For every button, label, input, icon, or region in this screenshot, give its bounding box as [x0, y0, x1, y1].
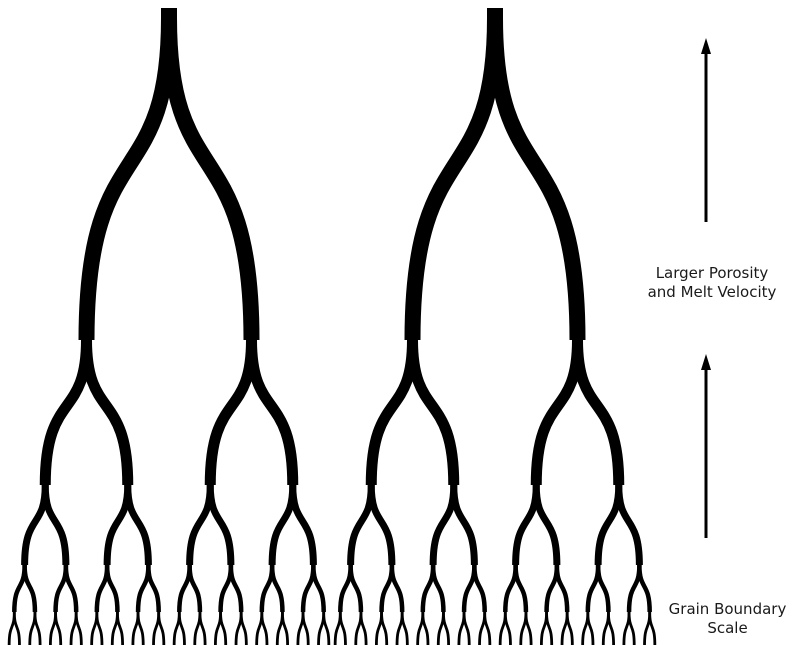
channel-branch	[608, 612, 613, 645]
channel-branch	[433, 565, 443, 612]
channel-branch	[221, 612, 226, 645]
channel-branch	[45, 485, 66, 565]
channel-branch	[138, 612, 143, 645]
channel-branch	[382, 612, 387, 645]
channel-branch	[169, 18, 252, 340]
channel-branch	[107, 485, 128, 565]
channel-branch	[578, 340, 619, 485]
channel-branch	[282, 612, 287, 645]
channel-branch	[252, 340, 293, 485]
channel-branch	[598, 485, 619, 565]
channel-branch	[413, 18, 496, 340]
channel-branch	[241, 612, 246, 645]
channel-branch	[443, 612, 448, 645]
channel-branch	[97, 612, 102, 645]
channel-branch	[516, 565, 526, 612]
channel-branch	[567, 612, 572, 645]
channel-branch	[117, 612, 122, 645]
channel-branch	[454, 485, 475, 565]
channel-branch	[619, 485, 640, 565]
channel-branch	[392, 565, 402, 612]
channel-branch	[313, 565, 323, 612]
channel-branch	[351, 485, 372, 565]
porosity-label-line2: and Melt Velocity	[626, 283, 798, 302]
channel-branch	[190, 565, 200, 612]
trunk-2	[487, 8, 503, 18]
channel-branch	[66, 565, 76, 612]
trunk-1	[161, 8, 177, 18]
channel-branch	[413, 340, 454, 485]
channel-branch	[25, 565, 35, 612]
porosity-velocity-label: Larger Porosity and Melt Velocity	[626, 264, 798, 302]
channel-branch	[371, 485, 392, 565]
lower-arrow	[701, 354, 711, 538]
channel-branch	[107, 565, 117, 612]
channel-branch	[485, 612, 490, 645]
channel-branch	[516, 485, 537, 565]
channel-branch	[179, 612, 184, 645]
grain-label-line2: Scale	[650, 619, 805, 638]
channel-branch	[87, 340, 128, 485]
channel-branch	[505, 612, 510, 645]
channel-branch	[495, 18, 578, 340]
channel-branch	[639, 565, 649, 612]
channel-branch	[76, 612, 81, 645]
channel-branch	[402, 612, 407, 645]
channel-branch	[361, 612, 366, 645]
channel-branch	[210, 340, 251, 485]
channel-branch	[87, 18, 170, 340]
channel-branch	[536, 340, 577, 485]
porosity-label-line1: Larger Porosity	[626, 264, 798, 283]
channel-branch	[340, 612, 345, 645]
channel-branch	[474, 565, 484, 612]
channel-branch	[14, 612, 19, 645]
channel-trees	[9, 8, 655, 645]
channel-branch	[598, 565, 608, 612]
channel-branch	[128, 485, 149, 565]
channel-branch	[433, 485, 454, 565]
channel-branch	[324, 612, 329, 645]
channel-branch	[210, 485, 231, 565]
grain-boundary-label: Grain Boundary Scale	[650, 600, 805, 638]
channel-branch	[148, 565, 158, 612]
channel-branch	[190, 485, 211, 565]
channel-branch	[547, 612, 552, 645]
channel-branch	[35, 612, 40, 645]
channel-branch	[371, 340, 412, 485]
channel-branch	[159, 612, 164, 645]
channel-branch	[526, 612, 531, 645]
channel-branch	[25, 485, 46, 565]
channel-branch	[45, 340, 86, 485]
channel-branch	[588, 612, 593, 645]
channel-branch	[629, 612, 634, 645]
channel-branch	[536, 485, 557, 565]
channel-branch	[464, 612, 469, 645]
channel-branch	[303, 612, 308, 645]
channel-branch	[262, 612, 267, 645]
channel-branch	[272, 485, 293, 565]
channel-branch	[231, 565, 241, 612]
grain-label-line1: Grain Boundary	[650, 600, 805, 619]
channel-branch	[56, 612, 61, 645]
channel-branch	[423, 612, 428, 645]
channel-branch	[351, 565, 361, 612]
channel-branch	[200, 612, 205, 645]
channel-branch	[557, 565, 567, 612]
channel-branch	[272, 565, 282, 612]
channel-branch	[293, 485, 314, 565]
upper-arrow	[701, 38, 711, 222]
